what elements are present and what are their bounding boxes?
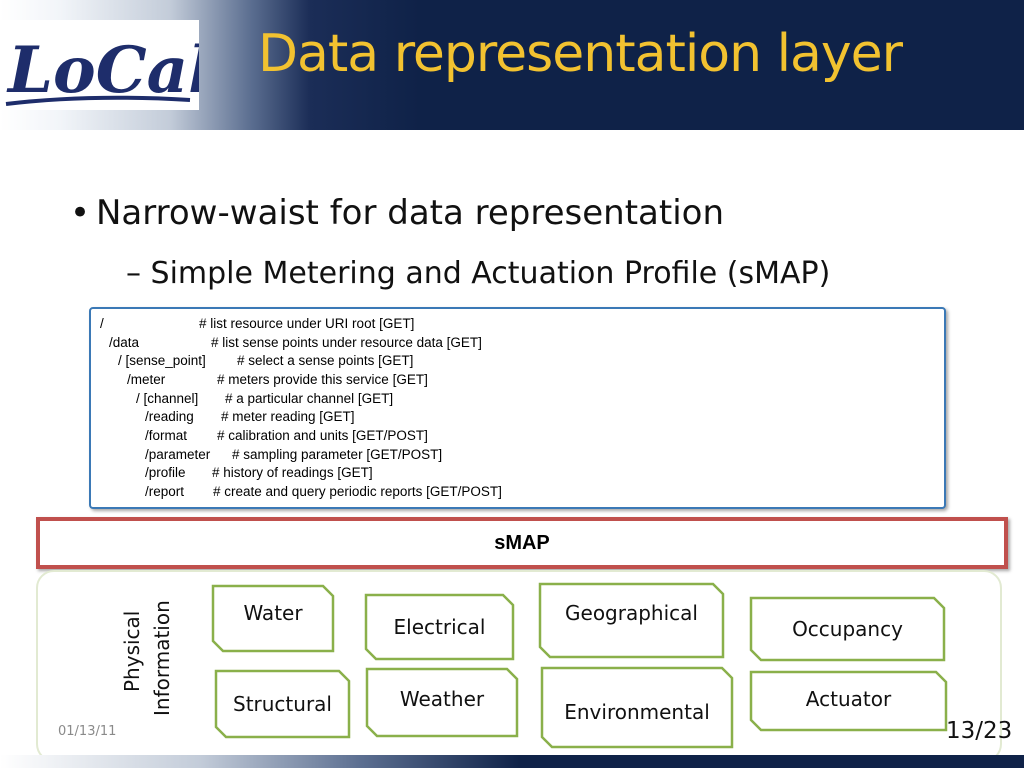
- category-box-shape: [540, 666, 734, 749]
- uri-path: /format: [145, 428, 188, 443]
- category-structural: Structural: [214, 669, 351, 739]
- category-label: Structural: [233, 692, 332, 716]
- category-label: Weather: [399, 686, 485, 711]
- uri-comment: # create and query periodic reports [GET…: [213, 484, 502, 499]
- uri-path: /report: [145, 484, 185, 499]
- category-label: Actuator: [805, 687, 892, 711]
- bullet-text: Narrow-waist for data representation: [96, 193, 725, 233]
- uri-comment: # meters provide this service [GET]: [217, 372, 428, 387]
- category-box-shape: [214, 669, 351, 739]
- uri-path: /profile: [145, 465, 186, 480]
- category-electrical: Electrical: [364, 593, 515, 661]
- category-box-shape: [365, 667, 519, 738]
- category-actuator: Actuator: [749, 670, 948, 732]
- uri-path: /meter: [127, 372, 166, 387]
- logo-graphic: LoCal: [5, 33, 199, 108]
- category-weather: Weather: [365, 667, 519, 738]
- page-number: 13/23: [946, 718, 1013, 744]
- uri-path: / [sense_point]: [118, 353, 206, 368]
- uri-path: /data: [109, 335, 140, 350]
- category-box-shape: [211, 584, 335, 653]
- category-box-shape: [364, 593, 515, 661]
- bullet-point: •Narrow-waist for data representation: [70, 193, 724, 233]
- physical-label-line2: Information: [150, 600, 174, 716]
- category-occupancy: Occupancy: [749, 596, 946, 662]
- logo: LoCal: [0, 20, 199, 110]
- category-label: Electrical: [393, 615, 486, 639]
- category-label: Geographical: [565, 600, 698, 625]
- header-banner: LoCal Data representation layer: [0, 0, 1024, 130]
- category-label: Environmental: [564, 699, 710, 724]
- logo-underline: [5, 95, 191, 106]
- bottom-strip: [0, 755, 1024, 768]
- category-label: Water: [243, 600, 303, 625]
- category-box-shape: [749, 670, 948, 732]
- uri-comment: # list sense points under resource data …: [211, 335, 482, 350]
- category-label: Occupancy: [792, 617, 903, 641]
- physical-information-label: Physical Information: [114, 588, 176, 718]
- category-water: Water: [211, 584, 335, 653]
- uri-comment: # select a sense points [GET]: [237, 353, 414, 368]
- uri-listing-box: / # list resource under URI root [GET] /…: [89, 307, 946, 509]
- uri-path: /reading: [145, 409, 194, 424]
- physical-label-line1: Physical: [120, 610, 144, 692]
- uri-path: /parameter: [145, 447, 211, 462]
- category-geographical: Geographical: [538, 582, 725, 659]
- uri-comment: # history of readings [GET]: [212, 465, 373, 480]
- uri-comment: # calibration and units [GET/POST]: [217, 428, 428, 443]
- uri-comment: # a particular channel [GET]: [225, 391, 394, 406]
- slide-date: 01/13/11: [58, 724, 117, 739]
- category-environmental: Environmental: [540, 666, 734, 749]
- uri-comment: # meter reading [GET]: [221, 409, 355, 424]
- logo-text: LoCal: [6, 33, 199, 108]
- uri-comment: # sampling parameter [GET/POST]: [232, 447, 443, 462]
- category-box-shape: [749, 596, 946, 662]
- uri-path: /: [100, 316, 104, 331]
- uri-comment: # list resource under URI root [GET]: [199, 316, 415, 331]
- uri-path: / [channel]: [136, 391, 199, 406]
- slide-title: Data representation layer: [258, 24, 903, 84]
- sub-bullet: – Simple Metering and Actuation Profile …: [126, 256, 831, 291]
- category-box-shape: [538, 582, 725, 659]
- smap-label: sMAP: [494, 531, 550, 554]
- smap-layer-bar: sMAP: [36, 517, 1008, 569]
- bullet-icon: •: [70, 193, 91, 233]
